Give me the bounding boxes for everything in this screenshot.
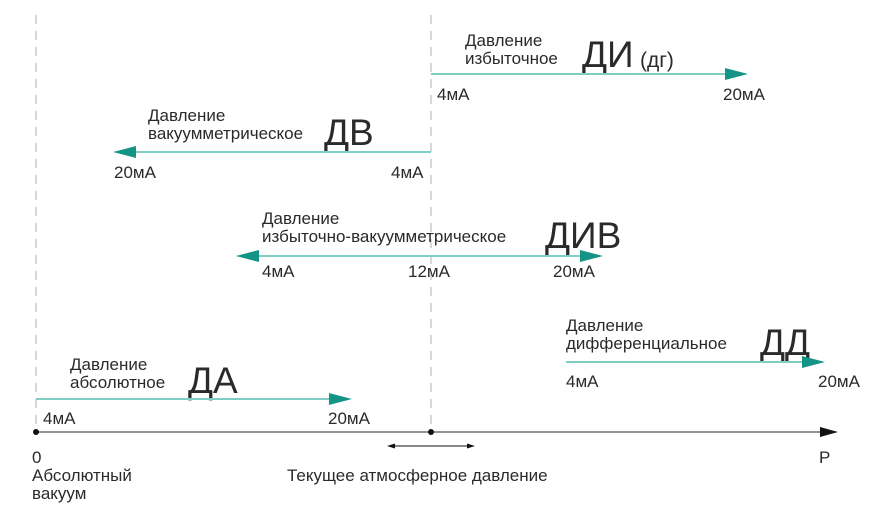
arrow-left-icon	[236, 250, 259, 262]
di-end-label: 20мА	[723, 85, 766, 104]
div-end-label: 20мА	[553, 262, 596, 281]
atmospheric-label: Текущее атмосферное давление	[287, 466, 548, 485]
arrow-left-icon	[113, 146, 136, 158]
atmospheric-dot	[428, 429, 434, 435]
origin-caption-line1: Абсолютный	[32, 466, 132, 485]
range-div: Давление избыточно-вакуумметрическое ДИВ…	[236, 209, 621, 281]
dd-code: ДД	[760, 322, 810, 363]
di-start-label: 4мА	[437, 85, 470, 104]
div-label-line2: избыточно-вакуумметрическое	[262, 227, 506, 246]
origin-dot	[33, 429, 39, 435]
dv-start-label: 4мА	[391, 163, 424, 182]
da-code: ДА	[188, 360, 238, 401]
dd-label-line2: дифференциальное	[566, 334, 727, 353]
dv-end-label: 20мА	[114, 163, 157, 182]
div-code: ДИВ	[545, 215, 621, 256]
origin-label: 0	[32, 448, 41, 467]
arrow-right-icon	[802, 356, 825, 368]
da-end-label: 20мА	[328, 409, 371, 428]
di-label-line2: избыточное	[465, 49, 558, 68]
arrow-left-icon	[387, 443, 395, 449]
arrow-right-icon	[580, 250, 603, 262]
range-dv: Давление вакуумметрическое ДВ 20мА 4мА	[113, 106, 431, 182]
dd-start-label: 4мА	[566, 372, 599, 391]
div-start-label: 4мА	[262, 262, 295, 281]
dd-end-label: 20мА	[818, 372, 861, 391]
div-mid-label: 12мА	[408, 262, 451, 281]
div-label-line1: Давление	[262, 209, 339, 228]
da-label-line1: Давление	[70, 355, 147, 374]
dv-label-line1: Давление	[148, 106, 225, 125]
dv-label-line2: вакуумметрическое	[148, 124, 303, 143]
di-label-line1: Давление	[465, 31, 542, 50]
di-code-suffix: (дг)	[640, 49, 674, 72]
arrow-right-icon	[467, 443, 475, 449]
pressure-axis: 0 Абсолютный вакуум Текущее атмосферное …	[32, 427, 838, 503]
da-start-label: 4мА	[43, 409, 76, 428]
origin-caption-line2: вакуум	[32, 484, 86, 503]
arrow-right-icon	[329, 393, 352, 405]
axis-arrow-icon	[820, 427, 838, 437]
range-di: Давление избыточное ДИ (дг) 4мА 20мА	[431, 31, 766, 104]
range-dd: Давление дифференциальное ДД 4мА 20мА	[566, 316, 861, 391]
arrow-right-icon	[725, 68, 748, 80]
dd-label-line1: Давление	[566, 316, 643, 335]
da-label-line2: абсолютное	[70, 373, 165, 392]
dv-code: ДВ	[324, 112, 374, 153]
di-code: ДИ	[582, 34, 634, 75]
range-da: Давление абсолютное ДА 4мА 20мА	[36, 355, 371, 428]
axis-end-label: P	[819, 448, 830, 467]
